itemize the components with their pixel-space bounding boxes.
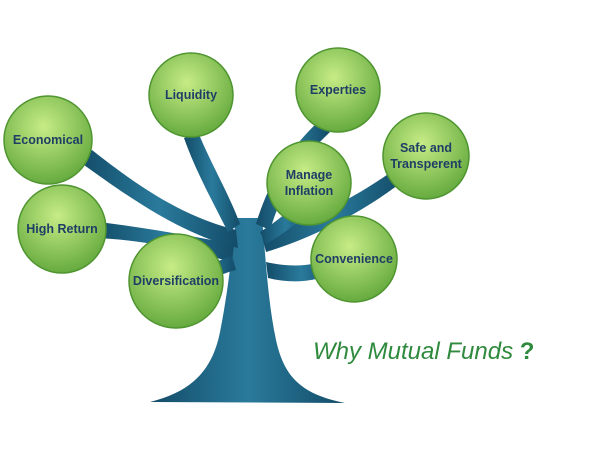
leaf-circle-economical <box>3 95 93 185</box>
tagline-question-mark: ? <box>520 338 535 365</box>
leaf-circle-experties <box>295 47 381 133</box>
leaf-label-safe-2: Transperent <box>390 157 462 171</box>
leaf-node-high-return: High Return <box>17 184 107 274</box>
leaf-label-liquidity: Liquidity <box>165 88 217 102</box>
leaf-circle-safe <box>382 112 470 200</box>
leaf-label-manage-2: Inflation <box>285 184 334 198</box>
leaf-label-economical: Economical <box>13 133 83 147</box>
leaf-node-liquidity: Liquidity <box>148 52 234 138</box>
tagline-text: Why Mutual Funds <box>313 338 520 365</box>
leaf-circle-liquidity <box>148 52 234 138</box>
leaf-node-experties: Experties <box>295 47 381 133</box>
leaf-circle-manage <box>266 140 352 226</box>
leaf-circle-high-return <box>17 184 107 274</box>
leaf-label-experties: Experties <box>310 83 366 97</box>
leaf-label-diversification: Diversification <box>133 274 219 288</box>
leaf-label-high-return: High Return <box>26 222 98 236</box>
leaf-node-economical: Economical <box>3 95 93 185</box>
leaf-circle-convenience <box>310 215 398 303</box>
leaf-node-diversification: Diversification <box>128 233 224 329</box>
leaf-label-convenience: Convenience <box>315 252 393 266</box>
leaf-label-safe-1: Safe and <box>400 141 452 155</box>
tagline: Why Mutual Funds ? <box>313 338 534 365</box>
leaf-circle-diversification <box>128 233 224 329</box>
leaf-label-manage-1: Manage <box>286 168 333 182</box>
leaf-node-convenience: Convenience <box>310 215 398 303</box>
